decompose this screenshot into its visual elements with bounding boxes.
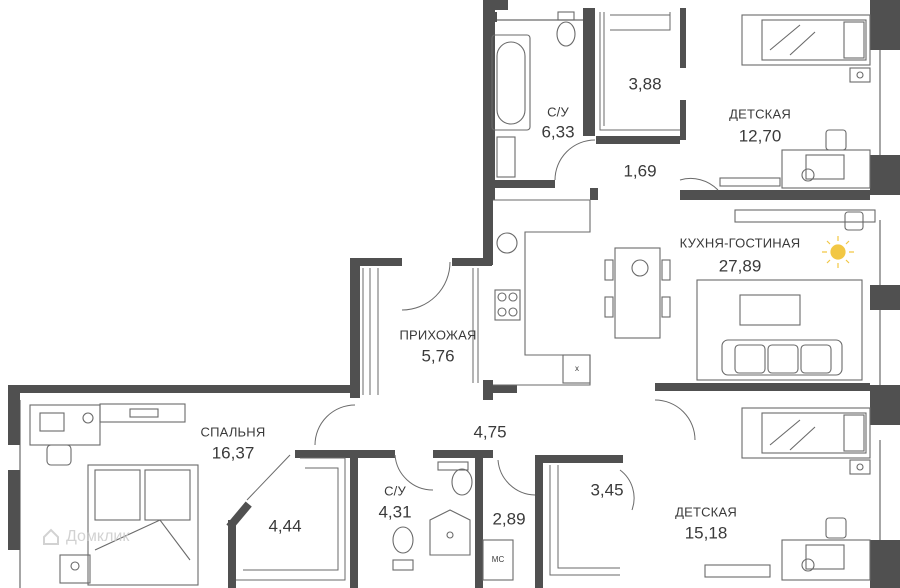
- corridor1-area: 1,69: [623, 161, 657, 181]
- bath1-fixtures: [491, 11, 576, 178]
- hall-closet-lines: [362, 268, 379, 395]
- corridor2-area: 4,75: [473, 422, 507, 442]
- kids1-furniture: [719, 14, 876, 231]
- kids2-area: 15,18: [684, 523, 728, 543]
- bath2-name: С/У: [384, 483, 406, 499]
- kids1-name: ДЕТСКАЯ: [729, 106, 791, 122]
- door-swings: [246, 139, 719, 511]
- closet3-outline: [549, 465, 620, 576]
- hall-name: ПРИХОЖАЯ: [399, 327, 477, 343]
- kids2-furniture: [704, 407, 871, 581]
- bath2-fixtures: [392, 461, 514, 581]
- watermark-text: Домклик: [66, 528, 130, 545]
- kids1-area: 12,70: [738, 126, 782, 146]
- cross-mark: x: [575, 364, 579, 373]
- closet3-area: 3,45: [590, 480, 624, 500]
- storage-area: 2,89: [492, 509, 526, 529]
- bath2-area: 4,31: [378, 502, 412, 522]
- closet1-outline: [599, 12, 680, 131]
- closet2-outline: [236, 457, 346, 581]
- bedroom-area: 16,37: [211, 443, 255, 463]
- kitchen-fixtures: [493, 199, 863, 386]
- living-area: 27,89: [718, 256, 762, 276]
- walls: [8, 0, 900, 588]
- house-icon: [43, 528, 59, 545]
- bedroom-name: СПАЛЬНЯ: [200, 424, 266, 440]
- closet2-area: 4,44: [268, 516, 302, 536]
- bath1-area: 6,33: [541, 122, 575, 142]
- watermark: Домклик: [42, 528, 129, 546]
- washer-mark: МС: [491, 555, 505, 564]
- sun-icon: [822, 236, 854, 268]
- hall-area: 5,76: [421, 346, 455, 366]
- living-name: КУХНЯ-ГОСТИНАЯ: [679, 235, 801, 251]
- bedroom-furniture: [29, 403, 199, 586]
- closet1-area: 3,88: [628, 74, 662, 94]
- bath1-name: С/У: [547, 104, 569, 120]
- kids2-name: ДЕТСКАЯ: [675, 504, 737, 520]
